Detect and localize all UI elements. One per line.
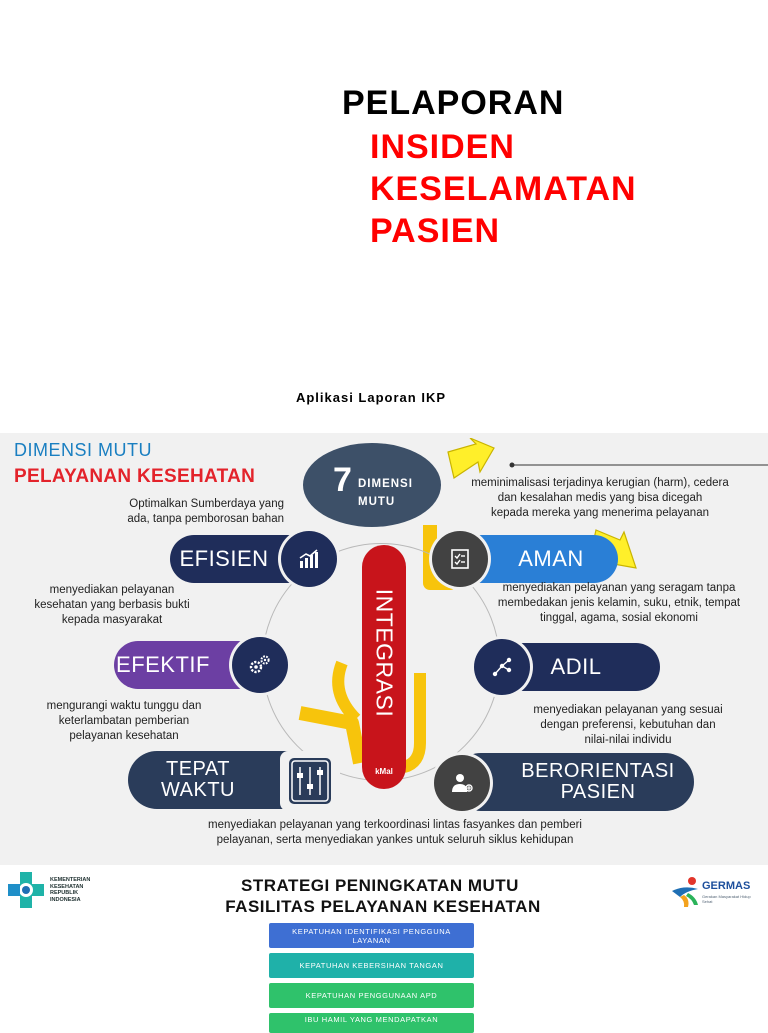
network-icon bbox=[474, 639, 530, 695]
aman-description: meminimalisasi terjadinya kerugian (harm… bbox=[452, 476, 748, 521]
berorientasi-pasien-pill: BERORIENTASI PASIEN bbox=[452, 753, 694, 811]
kemenkes-line3: REPUBLIK bbox=[50, 890, 79, 896]
integrasi-label: INTEGRASI bbox=[371, 588, 398, 718]
germas-subtitle: Gerakan Masyarakat Hidup Sehat bbox=[702, 894, 751, 904]
berorientasi-desc-line1: menyediakan pelayanan yang sesuai bbox=[533, 704, 723, 716]
berorientasi-label-line2: PASIEN bbox=[560, 781, 636, 803]
integrasi-desc-line1: menyediakan pelayanan yang terkoordinasi… bbox=[208, 819, 582, 831]
yellow-arrow-icon bbox=[447, 438, 495, 479]
dimension-label: DIMENSI MUTU bbox=[358, 475, 413, 511]
heading-dimensi-mutu: DIMENSI MUTU bbox=[14, 440, 152, 460]
strategy-title-line2: FASILITAS PELAYANAN KESEHATAN bbox=[225, 897, 541, 916]
subtitle-aplikasi: Aplikasi Laporan IKP bbox=[295, 390, 447, 405]
tepat-waktu-desc-line2: keterlambatan pemberian bbox=[58, 715, 190, 727]
dimensi-mutu-infographic: DIMENSI MUTU PELAYANAN KESEHATAN 7 DIMEN… bbox=[0, 433, 768, 865]
gears-icon bbox=[232, 637, 288, 693]
strategy-item-apd[interactable]: KEPATUHAN PENGGUNAAN APD bbox=[269, 983, 474, 1008]
efektif-desc-line2: kesehatan yang berbasis bukti bbox=[34, 599, 190, 611]
kemenkes-line4: INDONESIA bbox=[50, 896, 81, 903]
adil-description: menyediakan pelayanan yang seragam tanpa… bbox=[486, 581, 752, 626]
aman-desc-line3: kepada mereka yang menerima pelayanan bbox=[491, 507, 709, 519]
germas-logo-icon bbox=[672, 877, 698, 907]
efisien-description: Optimalkan Sumberdaya yang ada, tanpa pe… bbox=[88, 497, 284, 527]
checklist-icon bbox=[432, 531, 488, 587]
aman-desc-line2: dan kesalahan medis yang bisa dicegah bbox=[497, 492, 703, 504]
integrasi-description: menyediakan pelayanan yang terkoordinasi… bbox=[150, 818, 640, 848]
strategy-title-line1: STRATEGI PENINGKATAN MUTU bbox=[241, 876, 519, 895]
sliders-icon bbox=[280, 751, 340, 811]
integrasi-desc-line2: pelayanan, serta menyediakan yankes untu… bbox=[216, 834, 574, 846]
tepat-waktu-desc-line3: pelayanan kesehatan bbox=[69, 730, 179, 742]
integrasi-bar: INTEGRASI kMal bbox=[362, 545, 406, 789]
strategy-item-kebersihan-tangan[interactable]: KEPATUHAN KEBERSIHAN TANGAN bbox=[269, 953, 474, 978]
dimension-count: 7 bbox=[333, 461, 352, 499]
kemenkes-logo-icon bbox=[8, 872, 44, 908]
berorientasi-pasien-description: menyediakan pelayanan yang sesuai dengan… bbox=[506, 703, 750, 748]
integrasi-logo: kMal bbox=[375, 767, 393, 776]
kemenkes-line1: KEMENTERIAN bbox=[50, 877, 91, 883]
seven-dimensions-bubble: 7 DIMENSI MUTU bbox=[303, 443, 441, 527]
tepat-waktu-label-line1: TEPAT bbox=[166, 758, 230, 780]
title-pasien: PASIEN bbox=[370, 212, 501, 250]
title-insiden: INSIDEN bbox=[370, 128, 515, 166]
tepat-waktu-label-line2: WAKTU bbox=[161, 779, 235, 801]
efektif-description: menyediakan pelayanan kesehatan yang ber… bbox=[6, 583, 218, 628]
adil-desc-line2: membedakan jenis kelamin, suku, etnik, t… bbox=[497, 597, 741, 609]
kemenkes-label: KEMENTERIAN KESEHATAN REPUBLIK INDONESIA bbox=[50, 877, 120, 903]
kemenkes-line2: KESEHATAN bbox=[50, 883, 84, 890]
adil-desc-line1: menyediakan pelayanan yang seragam tanpa bbox=[502, 582, 736, 594]
efektif-desc-line1: menyediakan pelayanan bbox=[49, 584, 175, 596]
dimension-label-line2: MUTU bbox=[358, 496, 396, 508]
dimension-label-line1: DIMENSI bbox=[358, 478, 413, 490]
tepat-waktu-description: mengurangi waktu tunggu dan keterlambata… bbox=[6, 699, 242, 744]
title-keselamatan: KESELAMATAN bbox=[370, 170, 637, 208]
germas-label: GERMAS bbox=[702, 880, 751, 892]
strategy-item-identifikasi[interactable]: KEPATUHAN IDENTIFIKASI PENGGUNA LAYANAN bbox=[269, 923, 474, 948]
tepat-waktu-desc-line1: mengurangi waktu tunggu dan bbox=[46, 700, 202, 712]
berorientasi-desc-line2: dengan preferensi, kebutuhan dan bbox=[540, 719, 716, 731]
bar-chart-icon bbox=[281, 531, 337, 587]
strategy-item-ibu-hamil[interactable]: IBU HAMIL YANG MENDAPATKAN bbox=[269, 1013, 474, 1033]
efektif-desc-line3: kepada masyarakat bbox=[61, 614, 163, 626]
berorientasi-label-line1: BERORIENTASI bbox=[521, 760, 675, 782]
efisien-desc-line1: Optimalkan Sumberdaya yang bbox=[129, 498, 284, 510]
efisien-desc-line2: ada, tanpa pemborosan bahan bbox=[127, 513, 284, 525]
heading-pelayanan-kesehatan: PELAYANAN KESEHATAN bbox=[14, 466, 256, 487]
patient-icon bbox=[434, 755, 490, 811]
adil-desc-line3: tinggal, agama, sosial ekonomi bbox=[540, 612, 698, 624]
aman-desc-line1: meminimalisasi terjadinya kerugian (harm… bbox=[471, 477, 729, 489]
berorientasi-desc-line3: nilai-nilai individu bbox=[584, 734, 672, 746]
title-pelaporan: PELAPORAN bbox=[342, 84, 565, 122]
